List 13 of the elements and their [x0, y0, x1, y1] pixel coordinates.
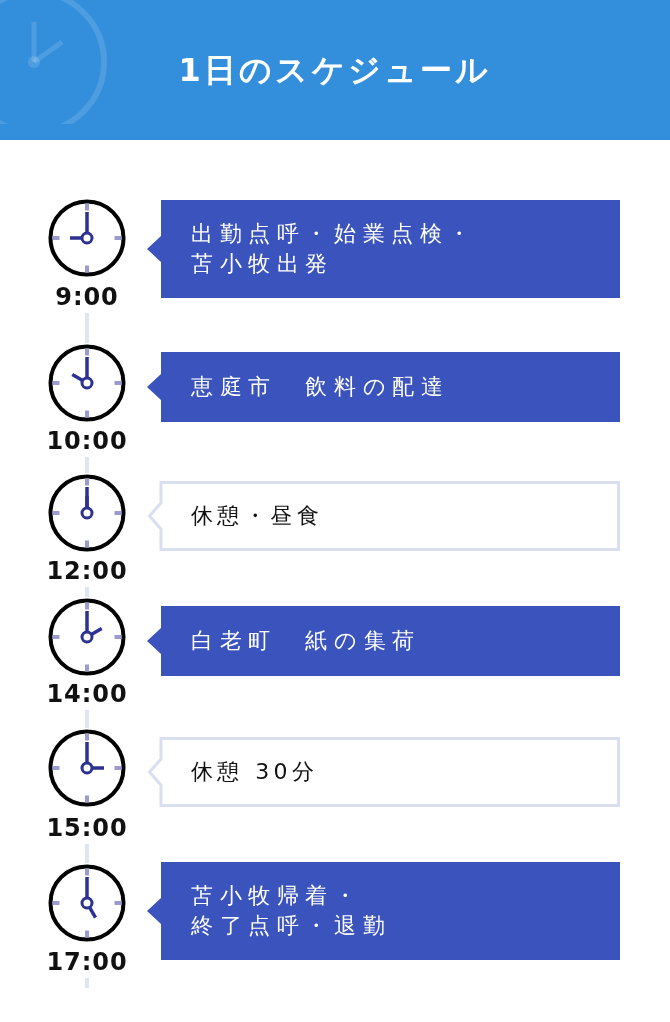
event-text: 休憩 30分 [191, 758, 319, 786]
speech-bubble [147, 352, 620, 422]
event-text: 苫小牧帰着・終了点呼・退勤 [191, 882, 392, 940]
speech-bubble [147, 606, 620, 676]
event-text: 出勤点呼・始業点検・苫小牧出発 [191, 220, 477, 278]
speech-bubble [147, 200, 620, 298]
title: 1日のスケジュール [178, 50, 492, 90]
speech-bubble [147, 737, 620, 807]
event-text: 恵庭市 飲料の配達 [191, 373, 450, 401]
speech-bubble [147, 481, 620, 551]
event-text: 休憩・昼食 [191, 502, 323, 530]
event-text: 白老町 紙の集荷 [191, 627, 421, 655]
speech-bubble [147, 862, 620, 960]
